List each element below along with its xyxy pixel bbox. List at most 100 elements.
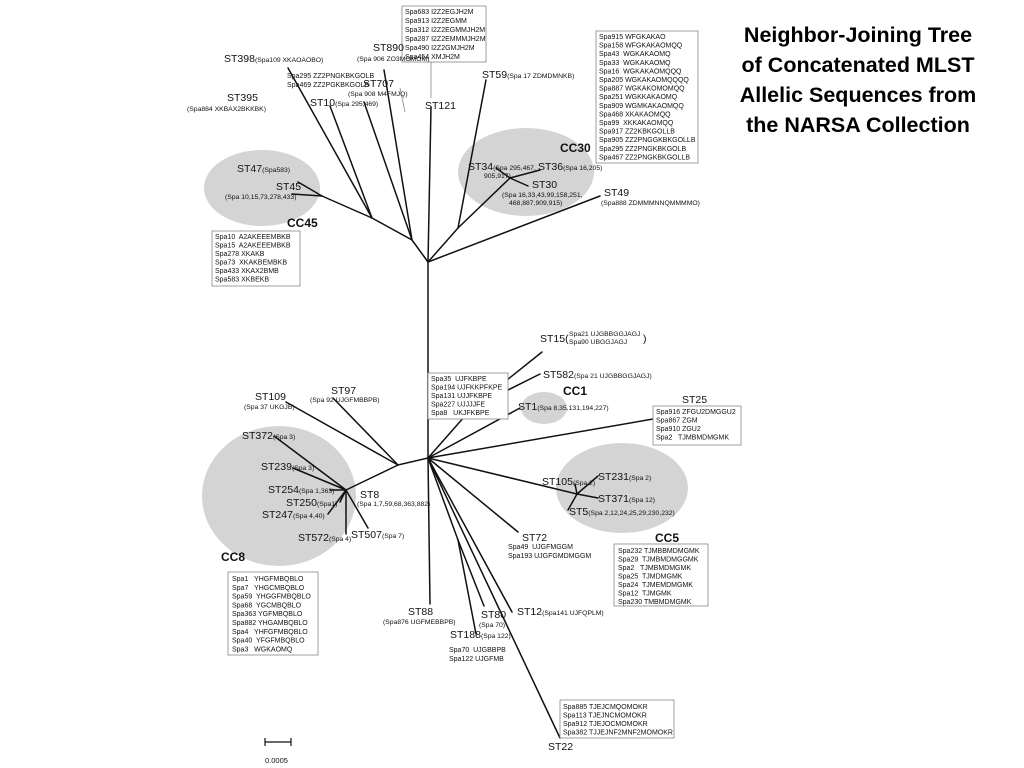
cc8-spa-box <box>227 571 319 656</box>
cc8-box-text: Spa1 YHGFMBQBLO Spa7 YHGCMBQBLO Spa59 YH… <box>232 576 311 653</box>
spa-entry: Spa12 TJMGMK <box>618 591 672 598</box>
spa-entry: Spa583 XKBEKB <box>215 277 269 284</box>
spa-entry: Spa469 ZZ2PGKBKGOLB <box>287 82 369 89</box>
spa-entry: Spa205 WGKAKAOMQQQQ <box>599 77 689 84</box>
branch <box>427 457 519 533</box>
spa-entry: Spa882 YHGAMBQBLO <box>232 620 308 627</box>
spa-entry: Spa382 TJJEJNF2MNF2MOMOKR <box>563 730 673 737</box>
node-st254: ST254(Spa 1,363) <box>268 484 334 496</box>
node-st371: ST371(Spa 12) <box>598 493 655 505</box>
spa-entry: Spa467 ZZ2PNGKBKGOLLB <box>599 154 690 161</box>
spa-entry: Spa915 WFGKAKAO <box>599 34 666 41</box>
spa-entry: Spa16 WGKAKAOMQQQ <box>599 68 682 75</box>
branch <box>321 195 373 219</box>
node-st890-spa: (Spa 906 ZO3MOMOM) <box>357 56 430 63</box>
branch <box>345 464 399 491</box>
cluster-label-cc1: CC1 <box>563 384 587 398</box>
node-st97-name: ST97 <box>331 385 356 397</box>
spa-entry: Spa433 XKAX2BMB <box>215 268 279 275</box>
branch <box>427 457 431 605</box>
spa-entry: Spa683 I2Z2EGJH2M <box>405 9 474 16</box>
node-st1: ST1(Spa 8,35,131,194,227) <box>518 401 609 413</box>
st25-box-text: Spa916 ZFGU2DMGGU2 Spa867 ZGM Spa910 ZGU… <box>656 409 736 442</box>
node-st398: ST398(Spa109 XKAOAOBO) <box>224 53 323 65</box>
spa-entry: Spa4 YHFGFMBQBLO <box>232 629 308 636</box>
cc30-spa-box <box>595 30 699 164</box>
spa-entry: Spa251 WGKKAKAOMQ <box>599 94 678 101</box>
spa-entry: Spa25 TJMDMGMK <box>618 574 683 581</box>
node-st250: ST250(Spa1) <box>286 497 337 509</box>
branch <box>427 413 683 459</box>
cc30-shade <box>458 128 594 216</box>
node-st36: ST36(Spa 16,205) <box>538 161 602 173</box>
cc8-shade <box>202 426 356 566</box>
node-st109-name: ST109 <box>255 391 286 403</box>
spa-entry: Spa194 UJFKKPFKPE <box>431 385 503 392</box>
spa-entry: Spa113 TJEJNCMOMOKR <box>563 713 647 720</box>
spa-entry: Spa909 WGMKAKAOMQQ <box>599 103 684 110</box>
spa-entry: Spa1 YHGFMBQBLO <box>232 576 304 583</box>
node-st8-name: ST8 <box>360 489 379 501</box>
branch <box>457 79 487 229</box>
cluster-label-cc45: CC45 <box>287 216 318 230</box>
spa-entry: Spa885 TJEJCMQOMOKR <box>563 704 648 711</box>
cc45-spa-box <box>211 230 301 287</box>
node-st47: ST47(Spa583) <box>237 163 290 175</box>
branch <box>292 467 347 491</box>
node-st49-spa: (Spa888 ZDMMMNNQMMMMO) <box>601 200 700 207</box>
node-st72: ST72 <box>522 532 547 544</box>
branch <box>509 177 529 187</box>
branch <box>576 475 599 495</box>
branch <box>427 106 432 263</box>
cc5-spa-box <box>613 543 709 607</box>
branch <box>332 397 399 466</box>
cluster-label-cc8: CC8 <box>221 550 245 564</box>
node-st247: ST247(Spa 4,40) <box>262 509 325 521</box>
cluster-label-cc30: CC30 <box>560 141 591 155</box>
branch <box>329 105 373 219</box>
node-st34-spa-cont: 905,917) <box>484 173 511 180</box>
spa-entry: Spa193 UJGFGMDMGGM <box>508 553 591 560</box>
spa-entry: Spa278 XKAKB <box>215 251 265 258</box>
branch <box>457 539 477 635</box>
node-st395-name: ST395 <box>227 92 258 104</box>
branch <box>327 489 347 515</box>
cc30-box-text: Spa915 WFGKAKAO Spa158 WFGKAKAOMQQ Spa43… <box>599 34 696 161</box>
spa-entry: Spa454 XMJH2M <box>405 54 460 61</box>
branch <box>427 457 561 739</box>
spa-entry: Spa490 I2Z2GMJH2M <box>405 45 475 52</box>
spa-entry: Spa287 I2Z2EMMMJH2M <box>405 36 486 43</box>
spa-entry: Spa43 WGKAKAOMQ <box>599 51 671 58</box>
node-st15-close: ) <box>643 333 647 345</box>
spa-entry: Spa912 TJEJOCMOMOKR <box>563 721 648 728</box>
node-st88-spa: (Spa876 UGFMEBBPB) <box>383 619 456 626</box>
cc45-box-text: Spa10 A2AKEEEMBKB Spa15 A2AKEEEMBKB Spa2… <box>215 234 291 284</box>
spa-entry: Spa15 A2AKEEEMBKB <box>215 243 291 250</box>
node-st8-spa: (Spa 1,7,59,68,363,882) <box>357 501 430 508</box>
connector <box>399 87 406 113</box>
node-st30-spa: (Spa 16,33,43,99,158,251, <box>502 192 583 199</box>
scale-bar-label: 0.0005 <box>265 756 288 765</box>
spa-entry: Spa24 TJMEMDMGMK <box>618 582 693 589</box>
node-st395-spa: (Spa884 XKBAX2BKKBK) <box>187 106 266 113</box>
node-st97-spa: (Spa 92 UJGFMBBPB) <box>310 397 380 404</box>
cc5-shade <box>556 443 688 533</box>
st80-spa-text: Spa70 UJGBBPB Spa122 UJGFMB <box>449 647 506 663</box>
spa-entry: Spa68 YGCMBQBLO <box>232 602 302 609</box>
figure-title: Neighbor-Joining Tree of Concatenated ML… <box>708 20 1008 140</box>
branch <box>273 435 347 491</box>
spa-entry: Spa33 WGKAKAOMQ <box>599 60 671 67</box>
cc5-box-text: Spa232 TJMBBMDMGMK Spa29 TJMBMDMGGMK Spa… <box>618 548 700 606</box>
spa-entry: Spa295 ZZ2PNGKBKGOLB <box>599 146 686 153</box>
spa-entry: Spa131 UJJFKBPE <box>431 393 492 400</box>
branch <box>287 67 373 219</box>
branch <box>427 195 601 263</box>
node-st15: ST15( <box>540 333 569 345</box>
branch <box>345 489 369 529</box>
spa-entry: Spa40 YFGFMBQBLO <box>232 638 305 645</box>
spa-entry: Spa363 YGFMBQBLO <box>232 611 303 618</box>
spa-entry: Spa70 UJGBBPB <box>449 647 506 654</box>
spa-entry: Spa10 A2AKEEEMBKB <box>215 234 291 241</box>
spa-entry: Spa230 TMBMDMGMK <box>618 599 692 606</box>
